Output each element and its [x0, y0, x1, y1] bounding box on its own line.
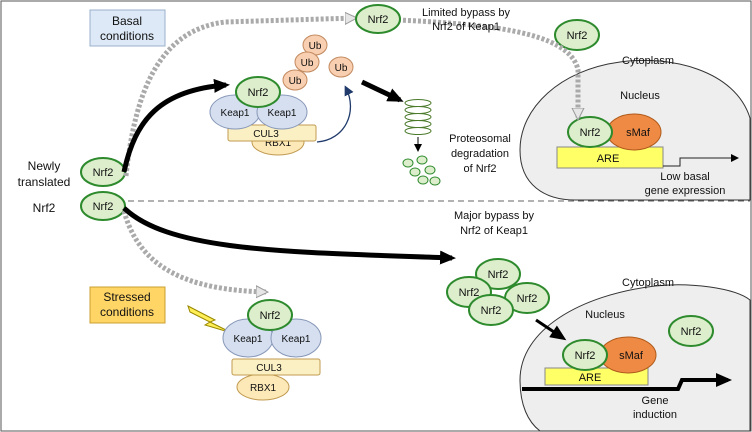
nucleus-label-top: Nucleus — [620, 90, 660, 102]
newly-line2: translated — [18, 175, 71, 189]
nrf2-cluster-1-label: Nrf2 — [488, 269, 509, 281]
nrf2-cluster-3-label: Nrf2 — [517, 293, 538, 305]
stressed-keap1-complex: RBX1 CUL3 Keap1 Keap1 Nrf2 — [222, 299, 322, 401]
nrf2-cluster-2-label: Nrf2 — [459, 287, 480, 299]
nrf2-bound-top-label: Nrf2 — [580, 127, 601, 139]
basal-line2: conditions — [100, 29, 154, 43]
rbx1-bottom-label: RBX1 — [250, 383, 277, 394]
nrf2-keap1-top — [235, 76, 281, 108]
bypass-arrow-to-nrf2 — [123, 18, 355, 177]
are-label-bottom: ARE — [579, 372, 602, 384]
cul3-bottom-label: CUL3 — [256, 363, 282, 374]
nrf2-new-bottom — [80, 191, 126, 221]
nrf2-free-top — [554, 19, 600, 51]
basal-conditions-box — [89, 9, 166, 47]
proteosomal-line2: degradation — [451, 148, 509, 160]
stressed-cell: Cytoplasm Nucleus Nrf2 ARE sMaf Nrf2 Gen… — [519, 277, 751, 432]
basal-line1: Basal — [112, 14, 142, 28]
proteosomal-line3: of Nrf2 — [463, 163, 496, 175]
rbx1-top-label: RBX1 — [265, 138, 292, 149]
gene-induction-line2: induction — [633, 409, 677, 421]
limited-bypass-line2: Nrf2 of Keap1 — [432, 21, 500, 33]
basal-cell: Cytoplasm Nucleus ARE sMaf Nrf2 Low basa… — [519, 55, 751, 201]
nrf2-free-top-label: Nrf2 — [567, 30, 588, 42]
cytoplasm-label-bottom: Cytoplasm — [622, 277, 674, 289]
nrf2-keap1-top-label: Nrf2 — [248, 87, 269, 99]
limited-bypass-line1: Limited bypass by — [422, 7, 511, 19]
major-bypass-arrow — [122, 206, 456, 265]
newly-line1: Newly — [28, 159, 61, 173]
basal-arrow-to-keap1 — [121, 78, 230, 173]
are-element-top — [556, 146, 664, 169]
stressed-arrow-to-keap1 — [121, 210, 266, 292]
low-basal-line2: gene expression — [645, 185, 726, 197]
ub-1-label: Ub — [309, 41, 322, 52]
nrf2-cluster-4-label: Nrf2 — [481, 305, 502, 317]
smaf-label-bottom: sMaf — [619, 350, 644, 362]
nucleus-label-bottom: Nucleus — [585, 309, 625, 321]
nrf2-nucleus-free-label: Nrf2 — [681, 326, 702, 338]
ubiquitin-chain: Ub Ub Ub Ub — [282, 34, 354, 91]
nrf2-bound-bottom-label: Nrf2 — [575, 350, 596, 362]
major-bypass-line2: Nrf2 of Keap1 — [460, 225, 528, 237]
are-label-top: ARE — [597, 153, 620, 165]
degraded-fragments — [402, 155, 441, 186]
ubiquitination-arrow — [316, 85, 354, 143]
ub-2-label: Ub — [301, 58, 314, 69]
proteosomal-line1: Proteosomal — [449, 133, 511, 145]
nrf2-accumulated-cluster: Nrf2 Nrf2 Nrf2 Nrf2 — [446, 258, 550, 326]
keap1-bottom-right — [270, 318, 322, 358]
stress-lightning-icon — [187, 304, 233, 334]
ub-free — [328, 56, 354, 78]
major-bypass-line1: Major bypass by — [454, 210, 535, 222]
stressed-line1: Stressed — [103, 290, 150, 304]
nrf2-keap1-bottom — [247, 299, 293, 331]
cul3-top-label: CUL3 — [253, 129, 279, 140]
ub-free-label: Ub — [335, 63, 348, 74]
keap1-bottom-left-label: Keap1 — [234, 334, 263, 345]
degradation-arrow — [360, 79, 404, 103]
smaf-label-top: sMaf — [626, 127, 651, 139]
ub-3-label: Ub — [289, 76, 302, 87]
keap1-top-right-label: Keap1 — [268, 108, 297, 119]
ub-3 — [282, 69, 308, 91]
nrf2-limited-bypass — [355, 4, 401, 34]
nrf2-keap1-bottom-label: Nrf2 — [260, 310, 281, 322]
stressed-conditions-box — [89, 286, 166, 324]
gene-induction-line1: Gene — [642, 395, 669, 407]
nuclear-entry-arrow — [535, 318, 567, 341]
basal-keap1-complex: RBX1 CUL3 Keap1 Keap1 Nrf2 — [209, 76, 317, 156]
induction-arrow — [522, 373, 732, 391]
low-expression-arrow — [663, 154, 739, 167]
proteasome — [404, 99, 432, 135]
ub-2 — [294, 51, 320, 73]
keap1-bottom-right-label: Keap1 — [282, 334, 311, 345]
cul3-bottom — [231, 358, 321, 376]
keap1-top-left-label: Keap1 — [221, 108, 250, 119]
bypass-arrow-to-nucleus — [397, 17, 578, 118]
nrf2-limited-bypass-label: Nrf2 — [368, 14, 389, 26]
nrf2-bound-top — [567, 116, 613, 148]
newly-line3: Nrf2 — [33, 201, 56, 215]
cytoplasm-label-top: Cytoplasm — [622, 55, 674, 67]
nrf2-bound-bottom — [562, 339, 608, 371]
nrf2-new-top-label: Nrf2 — [93, 167, 114, 179]
nrf2-nucleus-free — [668, 315, 714, 347]
stressed-line2: conditions — [100, 305, 154, 319]
nrf2-new-bottom-label: Nrf2 — [93, 201, 114, 213]
low-basal-line1: Low basal — [660, 171, 710, 183]
